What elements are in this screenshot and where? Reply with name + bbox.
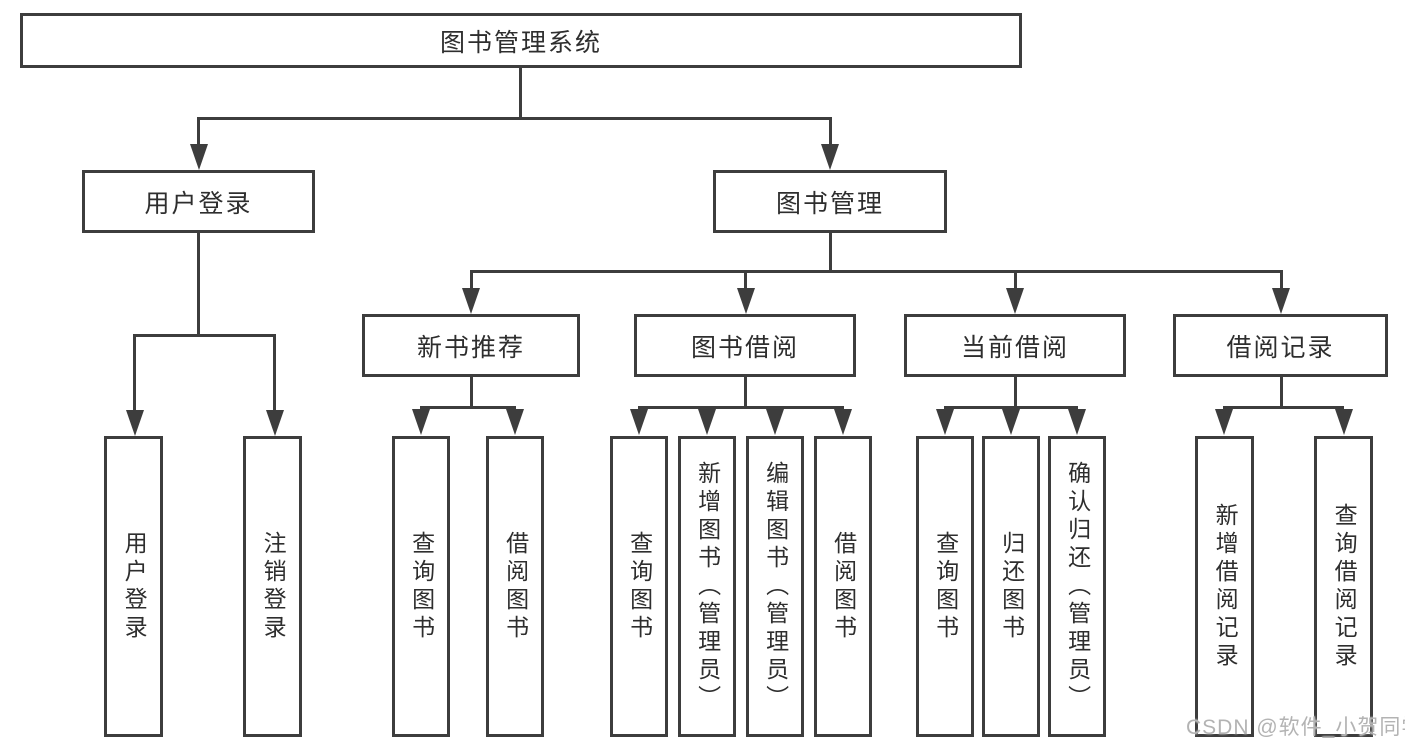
connector-book-borrow-stub	[744, 375, 747, 408]
arrow-down-icon	[821, 144, 839, 170]
leaf-confirm-return-admin: 确认归还（管理员）	[1048, 436, 1106, 737]
leaf-query-borrow-record: 查询借阅记录	[1314, 436, 1373, 737]
connector-to-book-management	[829, 117, 832, 148]
connector-to-user-login	[197, 117, 200, 148]
connector-new-book-rail	[420, 406, 516, 409]
leaf-edit-book-admin: 编辑图书（管理员）	[746, 436, 804, 737]
connector-to-current-borrow	[1014, 270, 1017, 290]
node-book-borrow: 图书借阅	[634, 314, 856, 377]
connector-to-logout-leaf	[273, 334, 276, 412]
leaf-return-book: 归还图书	[982, 436, 1040, 737]
arrow-down-icon	[266, 410, 284, 436]
leaf-borrow-book: 借阅图书	[814, 436, 872, 737]
node-borrow-records: 借阅记录	[1173, 314, 1388, 377]
node-library-system: 图书管理系统	[20, 13, 1022, 68]
connector-borrow-records-stub	[1280, 375, 1283, 408]
connector-to-book-borrow	[744, 270, 747, 290]
arrow-down-icon	[1272, 288, 1290, 314]
arrow-down-icon	[1068, 409, 1086, 435]
leaf-user-login: 用户登录	[104, 436, 163, 737]
connector-book-borrow-rail	[638, 406, 844, 409]
arrow-down-icon	[1215, 409, 1233, 435]
connector-to-borrow-records	[1280, 270, 1283, 290]
connector-book-mgmt-stub	[829, 231, 832, 272]
arrow-down-icon	[698, 409, 716, 435]
node-new-book-recommend: 新书推荐	[362, 314, 580, 377]
arrow-down-icon	[737, 288, 755, 314]
connector-user-login-rail	[133, 334, 276, 337]
leaf-logout: 注销登录	[243, 436, 302, 737]
arrow-down-icon	[766, 409, 784, 435]
arrow-down-icon	[506, 409, 524, 435]
arrow-down-icon	[190, 144, 208, 170]
leaf-current-query-book: 查询图书	[916, 436, 974, 737]
arrow-down-icon	[1006, 288, 1024, 314]
node-user-login: 用户登录	[82, 170, 315, 233]
arrow-down-icon	[126, 410, 144, 436]
node-current-borrow: 当前借阅	[904, 314, 1126, 377]
connector-borrow-records-rail	[1223, 406, 1344, 409]
connector-current-borrow-stub	[1014, 375, 1017, 408]
arrow-down-icon	[462, 288, 480, 314]
leaf-recommend-query-book: 查询图书	[392, 436, 450, 737]
arrow-down-icon	[834, 409, 852, 435]
connector-user-login-stub	[197, 231, 200, 336]
arrow-down-icon	[412, 409, 430, 435]
leaf-add-borrow-record: 新增借阅记录	[1195, 436, 1254, 737]
arrow-down-icon	[936, 409, 954, 435]
arrow-down-icon	[1002, 409, 1020, 435]
connector-level1-rail	[197, 117, 832, 120]
leaf-add-book-admin: 新增图书（管理员）	[678, 436, 736, 737]
connector-new-book-stub	[470, 375, 473, 408]
arrow-down-icon	[1335, 409, 1353, 435]
csdn-watermark: CSDN @软件_小贺同学	[1186, 716, 1405, 739]
connector-to-login-leaf	[133, 334, 136, 412]
leaf-recommend-borrow-book: 借阅图书	[486, 436, 544, 737]
arrow-down-icon	[630, 409, 648, 435]
connector-current-borrow-rail	[944, 406, 1078, 409]
node-book-management: 图书管理	[713, 170, 947, 233]
leaf-borrow-query-book: 查询图书	[610, 436, 668, 737]
connector-to-new-book	[470, 270, 473, 290]
connector-level2-rail	[470, 270, 1282, 273]
connector-root-stub	[519, 66, 522, 119]
